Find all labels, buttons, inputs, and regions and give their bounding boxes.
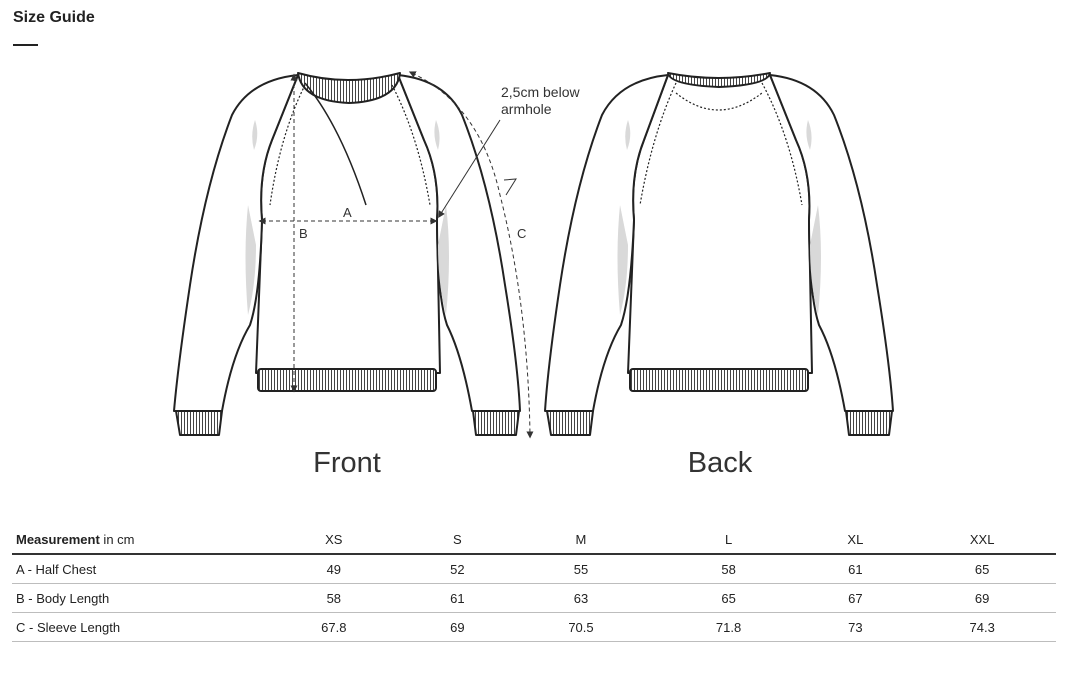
size-header-m: M: [575, 531, 587, 547]
table-row: A - Half Chest 49 52 55 58 61 65: [12, 554, 1056, 584]
back-view: [544, 72, 894, 436]
front-right-cuff: [472, 410, 520, 436]
back-left-sleeve: [544, 74, 669, 412]
table-cell: 58: [721, 561, 736, 577]
measure-c-line: [408, 71, 534, 439]
table-cell: 70.5: [568, 619, 594, 635]
table-cell: 52: [450, 561, 465, 577]
measurement-header: Measurement in cm: [16, 531, 135, 547]
back-hem-rib: [629, 368, 809, 392]
table-cell: 74.3: [969, 619, 995, 635]
table-cell: 73: [848, 619, 863, 635]
back-left-cuff: [546, 410, 594, 436]
size-table-header-row: Measurement in cm XS S M L XL XXL: [12, 525, 1056, 554]
table-cell: 69: [974, 590, 990, 606]
marker-a: A: [343, 205, 352, 220]
back-right-sleeve: [769, 74, 894, 412]
marker-c: C: [517, 226, 526, 241]
front-body-outline: [255, 74, 441, 374]
front-label: Front: [313, 447, 381, 479]
row-label: B - Body Length: [16, 590, 110, 606]
table-cell: 67.8: [321, 619, 347, 635]
table-cell: 67: [848, 590, 863, 606]
table-cell: 69: [450, 619, 465, 635]
armhole-note-line-1: 2,5cm below: [501, 84, 580, 100]
front-view: [173, 72, 521, 436]
table-row: B - Body Length 58 61 63 65 67 69: [12, 584, 1056, 613]
table-cell: 65: [974, 561, 990, 577]
back-body-outline: [627, 74, 813, 374]
size-header-xl: XL: [847, 531, 864, 547]
front-hem-rib: [257, 368, 437, 392]
size-header-xxl: XXL: [969, 531, 995, 547]
table-cell: 65: [721, 590, 736, 606]
size-table: Measurement in cm XS S M L XL XXL A - Ha…: [12, 525, 1056, 642]
back-right-cuff: [845, 410, 893, 436]
page-title: Size Guide: [13, 9, 95, 26]
sweatshirt-diagram: A B C 2,5cm below armhole: [173, 71, 894, 439]
table-cell: 49: [326, 561, 342, 577]
marker-b: B: [299, 226, 308, 241]
table-cell: 55: [573, 561, 589, 577]
table-cell: 61: [450, 590, 465, 606]
back-collar: [667, 72, 771, 88]
row-label: C - Sleeve Length: [16, 619, 121, 635]
front-left-cuff: [175, 410, 223, 436]
title-underline: [13, 44, 38, 46]
size-header-xs: XS: [325, 531, 343, 547]
sleeve-seam-tick: [503, 178, 517, 196]
size-header-l: L: [724, 531, 733, 547]
armhole-note-line-2: armhole: [501, 101, 552, 117]
back-shading: [617, 120, 821, 315]
table-row: C - Sleeve Length 67.8 69 70.5 71.8 73 7…: [12, 613, 1056, 642]
row-label: A - Half Chest: [16, 561, 97, 577]
measurement-lines: [258, 71, 534, 439]
size-header-s: S: [453, 531, 462, 547]
armhole-pointer: [438, 119, 501, 218]
back-label: Back: [687, 447, 753, 479]
table-cell: 63: [573, 590, 589, 606]
table-cell: 58: [326, 590, 342, 606]
table-cell: 61: [848, 561, 863, 577]
table-cell: 71.8: [715, 619, 742, 635]
